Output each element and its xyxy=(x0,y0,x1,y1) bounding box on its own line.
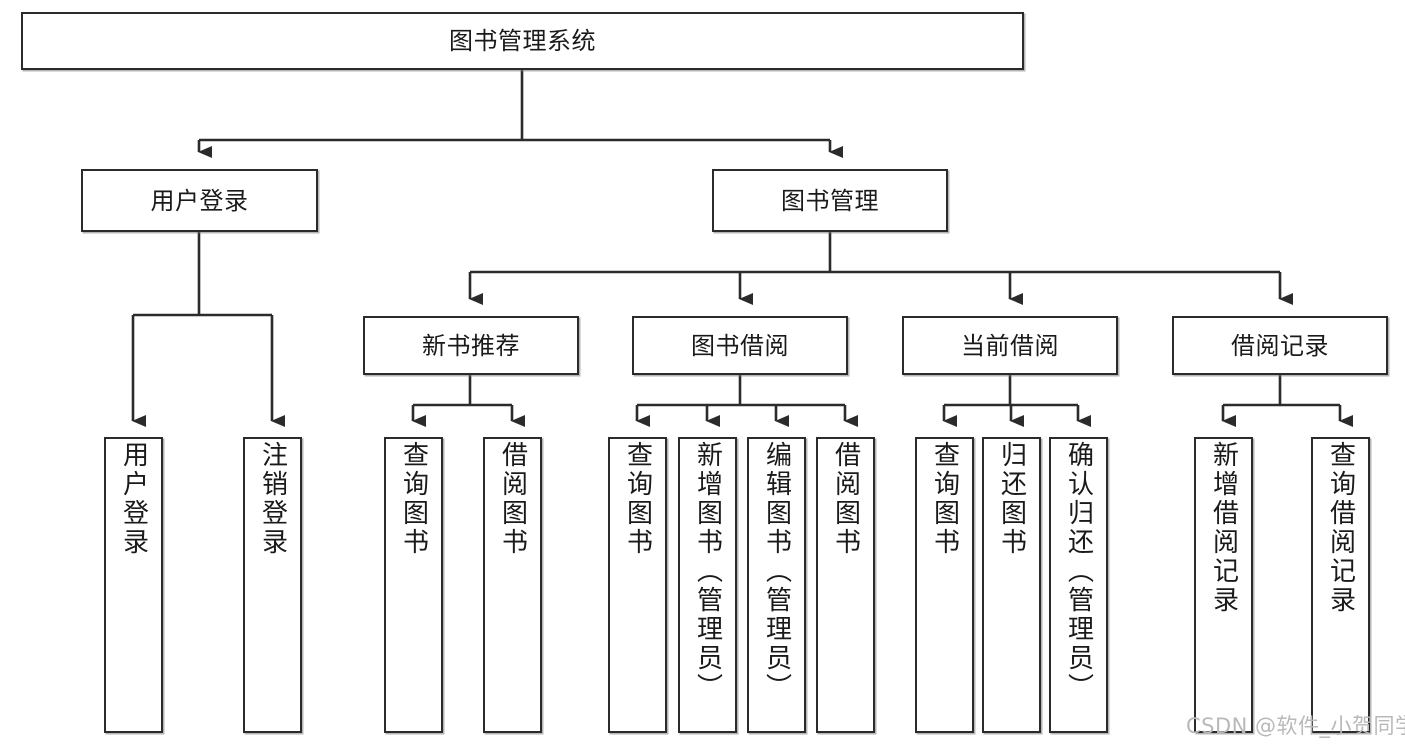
leaf-query-book-1-label: 查询图书 xyxy=(398,441,429,557)
node-borrow-record[interactable]: 借阅记录 xyxy=(1172,316,1388,375)
leaf-add-record-label: 新增借阅记录 xyxy=(1208,441,1239,615)
leaf-borrow-book-2-label: 借阅图书 xyxy=(830,441,861,557)
leaf-query-book-1[interactable]: 查询图书 xyxy=(384,437,443,733)
leaf-edit-book-label: 编辑图书（管理员） xyxy=(761,441,792,702)
node-user-login[interactable]: 用户登录 xyxy=(81,169,318,232)
leaf-confirm-return[interactable]: 确认归还（管理员） xyxy=(1049,437,1108,733)
node-root[interactable]: 图书管理系统 xyxy=(21,12,1024,70)
leaf-user-logout[interactable]: 注销登录 xyxy=(243,437,302,733)
leaf-query-record-label: 查询借阅记录 xyxy=(1325,441,1356,615)
node-new-book-recommend[interactable]: 新书推荐 xyxy=(363,316,579,375)
leaf-confirm-return-label: 确认归还（管理员） xyxy=(1063,441,1094,702)
leaf-user-logout-label: 注销登录 xyxy=(257,441,288,557)
leaf-return-book[interactable]: 归还图书 xyxy=(982,437,1041,733)
leaf-query-book-2[interactable]: 查询图书 xyxy=(608,437,667,733)
leaf-edit-book[interactable]: 编辑图书（管理员） xyxy=(747,437,806,733)
leaf-query-book-3-label: 查询图书 xyxy=(929,441,960,557)
node-current-borrow[interactable]: 当前借阅 xyxy=(902,316,1118,375)
leaf-query-book-2-label: 查询图书 xyxy=(622,441,653,557)
leaf-user-login[interactable]: 用户登录 xyxy=(104,437,163,733)
leaf-add-book-label: 新增图书（管理员） xyxy=(692,441,723,702)
node-current-borrow-label: 当前借阅 xyxy=(961,331,1059,360)
node-borrow-record-label: 借阅记录 xyxy=(1231,331,1329,360)
leaf-borrow-book-1-label: 借阅图书 xyxy=(497,441,528,557)
leaf-query-record[interactable]: 查询借阅记录 xyxy=(1311,437,1370,733)
node-book-borrow[interactable]: 图书借阅 xyxy=(632,316,848,375)
node-book-management[interactable]: 图书管理 xyxy=(712,169,948,232)
leaf-query-book-3[interactable]: 查询图书 xyxy=(915,437,974,733)
node-root-label: 图书管理系统 xyxy=(449,27,596,55)
node-book-borrow-label: 图书借阅 xyxy=(691,331,789,360)
csdn-watermark: CSDN @软件_小贺同学 xyxy=(1186,714,1405,738)
leaf-user-login-label: 用户登录 xyxy=(118,441,149,557)
leaf-return-book-label: 归还图书 xyxy=(996,441,1027,557)
leaf-add-book[interactable]: 新增图书（管理员） xyxy=(678,437,737,733)
node-user-login-label: 用户登录 xyxy=(150,186,249,215)
node-new-book-recommend-label: 新书推荐 xyxy=(422,331,520,360)
leaf-add-record[interactable]: 新增借阅记录 xyxy=(1194,437,1253,733)
leaf-borrow-book-2[interactable]: 借阅图书 xyxy=(816,437,875,733)
leaf-borrow-book-1[interactable]: 借阅图书 xyxy=(483,437,542,733)
node-book-management-label: 图书管理 xyxy=(781,186,879,215)
